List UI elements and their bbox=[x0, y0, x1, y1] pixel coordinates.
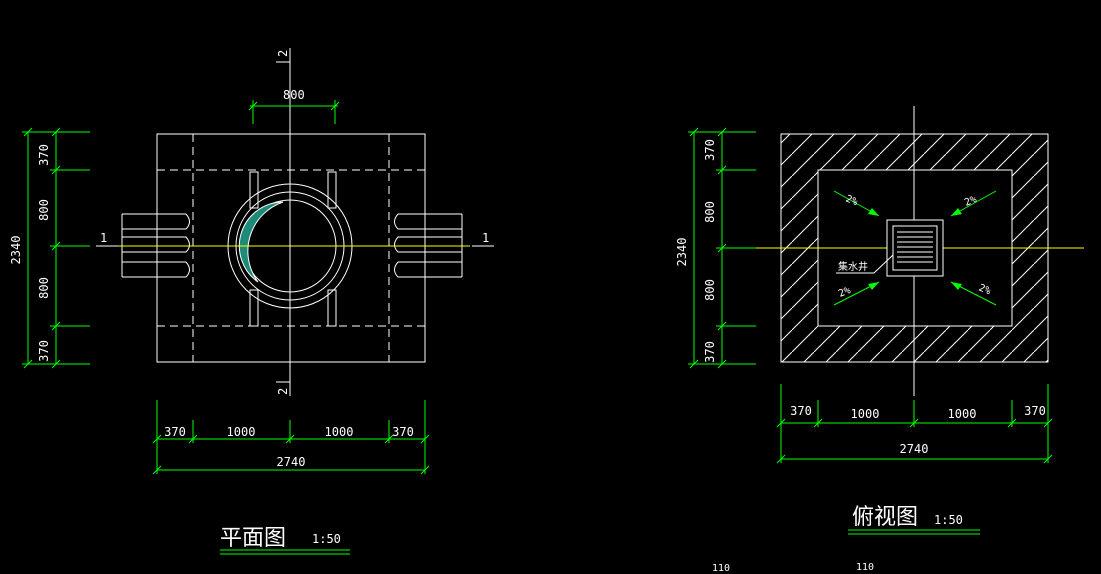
footer-label-2: 110 bbox=[856, 562, 874, 573]
sump-label-leader bbox=[836, 254, 894, 274]
top-bottom-total: 2740 bbox=[900, 442, 929, 456]
plan-bottom-dim-4: 370 bbox=[392, 425, 414, 439]
plan-bottom-total: 2740 bbox=[277, 455, 306, 469]
top-slope-arrows bbox=[833, 190, 997, 306]
plan-bottom-dimensions bbox=[152, 400, 430, 475]
section-label-bottom: 2 bbox=[276, 388, 290, 395]
top-left-dim-3: 800 bbox=[703, 279, 717, 301]
plan-bottom-dim-2: 1000 bbox=[227, 425, 256, 439]
plan-left-dimensions bbox=[22, 127, 90, 369]
top-left-total: 2340 bbox=[675, 238, 689, 267]
top-left-dim-2: 800 bbox=[703, 201, 717, 223]
top-sump bbox=[886, 219, 944, 277]
sump-label: 集水井 bbox=[838, 260, 868, 273]
top-bottom-dimensions bbox=[776, 384, 1053, 464]
plan-view-title: 平面图 bbox=[220, 526, 286, 551]
section-label-right: 1 bbox=[482, 231, 489, 245]
plan-section-markers bbox=[96, 61, 494, 383]
top-bottom-dim-3: 1000 bbox=[948, 407, 977, 421]
plan-bottom-dim-1: 370 bbox=[164, 425, 186, 439]
plan-view: 2 2 1 1 800 370 bbox=[9, 48, 494, 555]
plan-left-dim-4: 370 bbox=[37, 340, 51, 362]
section-label-left: 1 bbox=[100, 231, 107, 245]
top-bottom-dim-2: 1000 bbox=[851, 407, 880, 421]
plan-left-dim-3: 800 bbox=[37, 277, 51, 299]
top-view: 集水井 2% 2% 2% 2% bbox=[675, 106, 1084, 535]
slope-label-tr: 2% bbox=[963, 194, 978, 209]
plan-left-dim-2: 800 bbox=[37, 199, 51, 221]
plan-left-dim-1: 370 bbox=[37, 144, 51, 166]
top-hatched-wall bbox=[780, 133, 1049, 363]
top-left-dimensions bbox=[688, 127, 756, 369]
plan-bottom-dim-3: 1000 bbox=[325, 425, 354, 439]
plan-top-dimension bbox=[248, 100, 340, 124]
section-label-top: 2 bbox=[276, 50, 290, 57]
top-bottom-dim-4: 370 bbox=[1024, 404, 1046, 418]
top-view-scale: 1:50 bbox=[934, 513, 963, 527]
slope-label-tl: 2% bbox=[844, 194, 859, 209]
plan-inner-dashed-walls bbox=[157, 134, 425, 362]
plan-support-posts bbox=[249, 171, 337, 327]
top-bottom-dim-1: 370 bbox=[790, 404, 812, 418]
top-left-dim-4: 370 bbox=[703, 341, 717, 363]
plan-left-total: 2340 bbox=[9, 236, 23, 265]
slope-label-br: 2% bbox=[977, 283, 992, 298]
top-view-title: 俯视图 bbox=[852, 505, 918, 530]
plan-view-scale: 1:50 bbox=[312, 532, 341, 546]
plan-crescent-fill bbox=[238, 201, 284, 283]
slope-label-bl: 2% bbox=[837, 285, 852, 300]
plan-outer-outline bbox=[156, 133, 426, 363]
plan-top-dim-text: 800 bbox=[283, 88, 305, 102]
top-left-dim-1: 370 bbox=[703, 139, 717, 161]
footer-label-1: 110 bbox=[712, 563, 730, 574]
